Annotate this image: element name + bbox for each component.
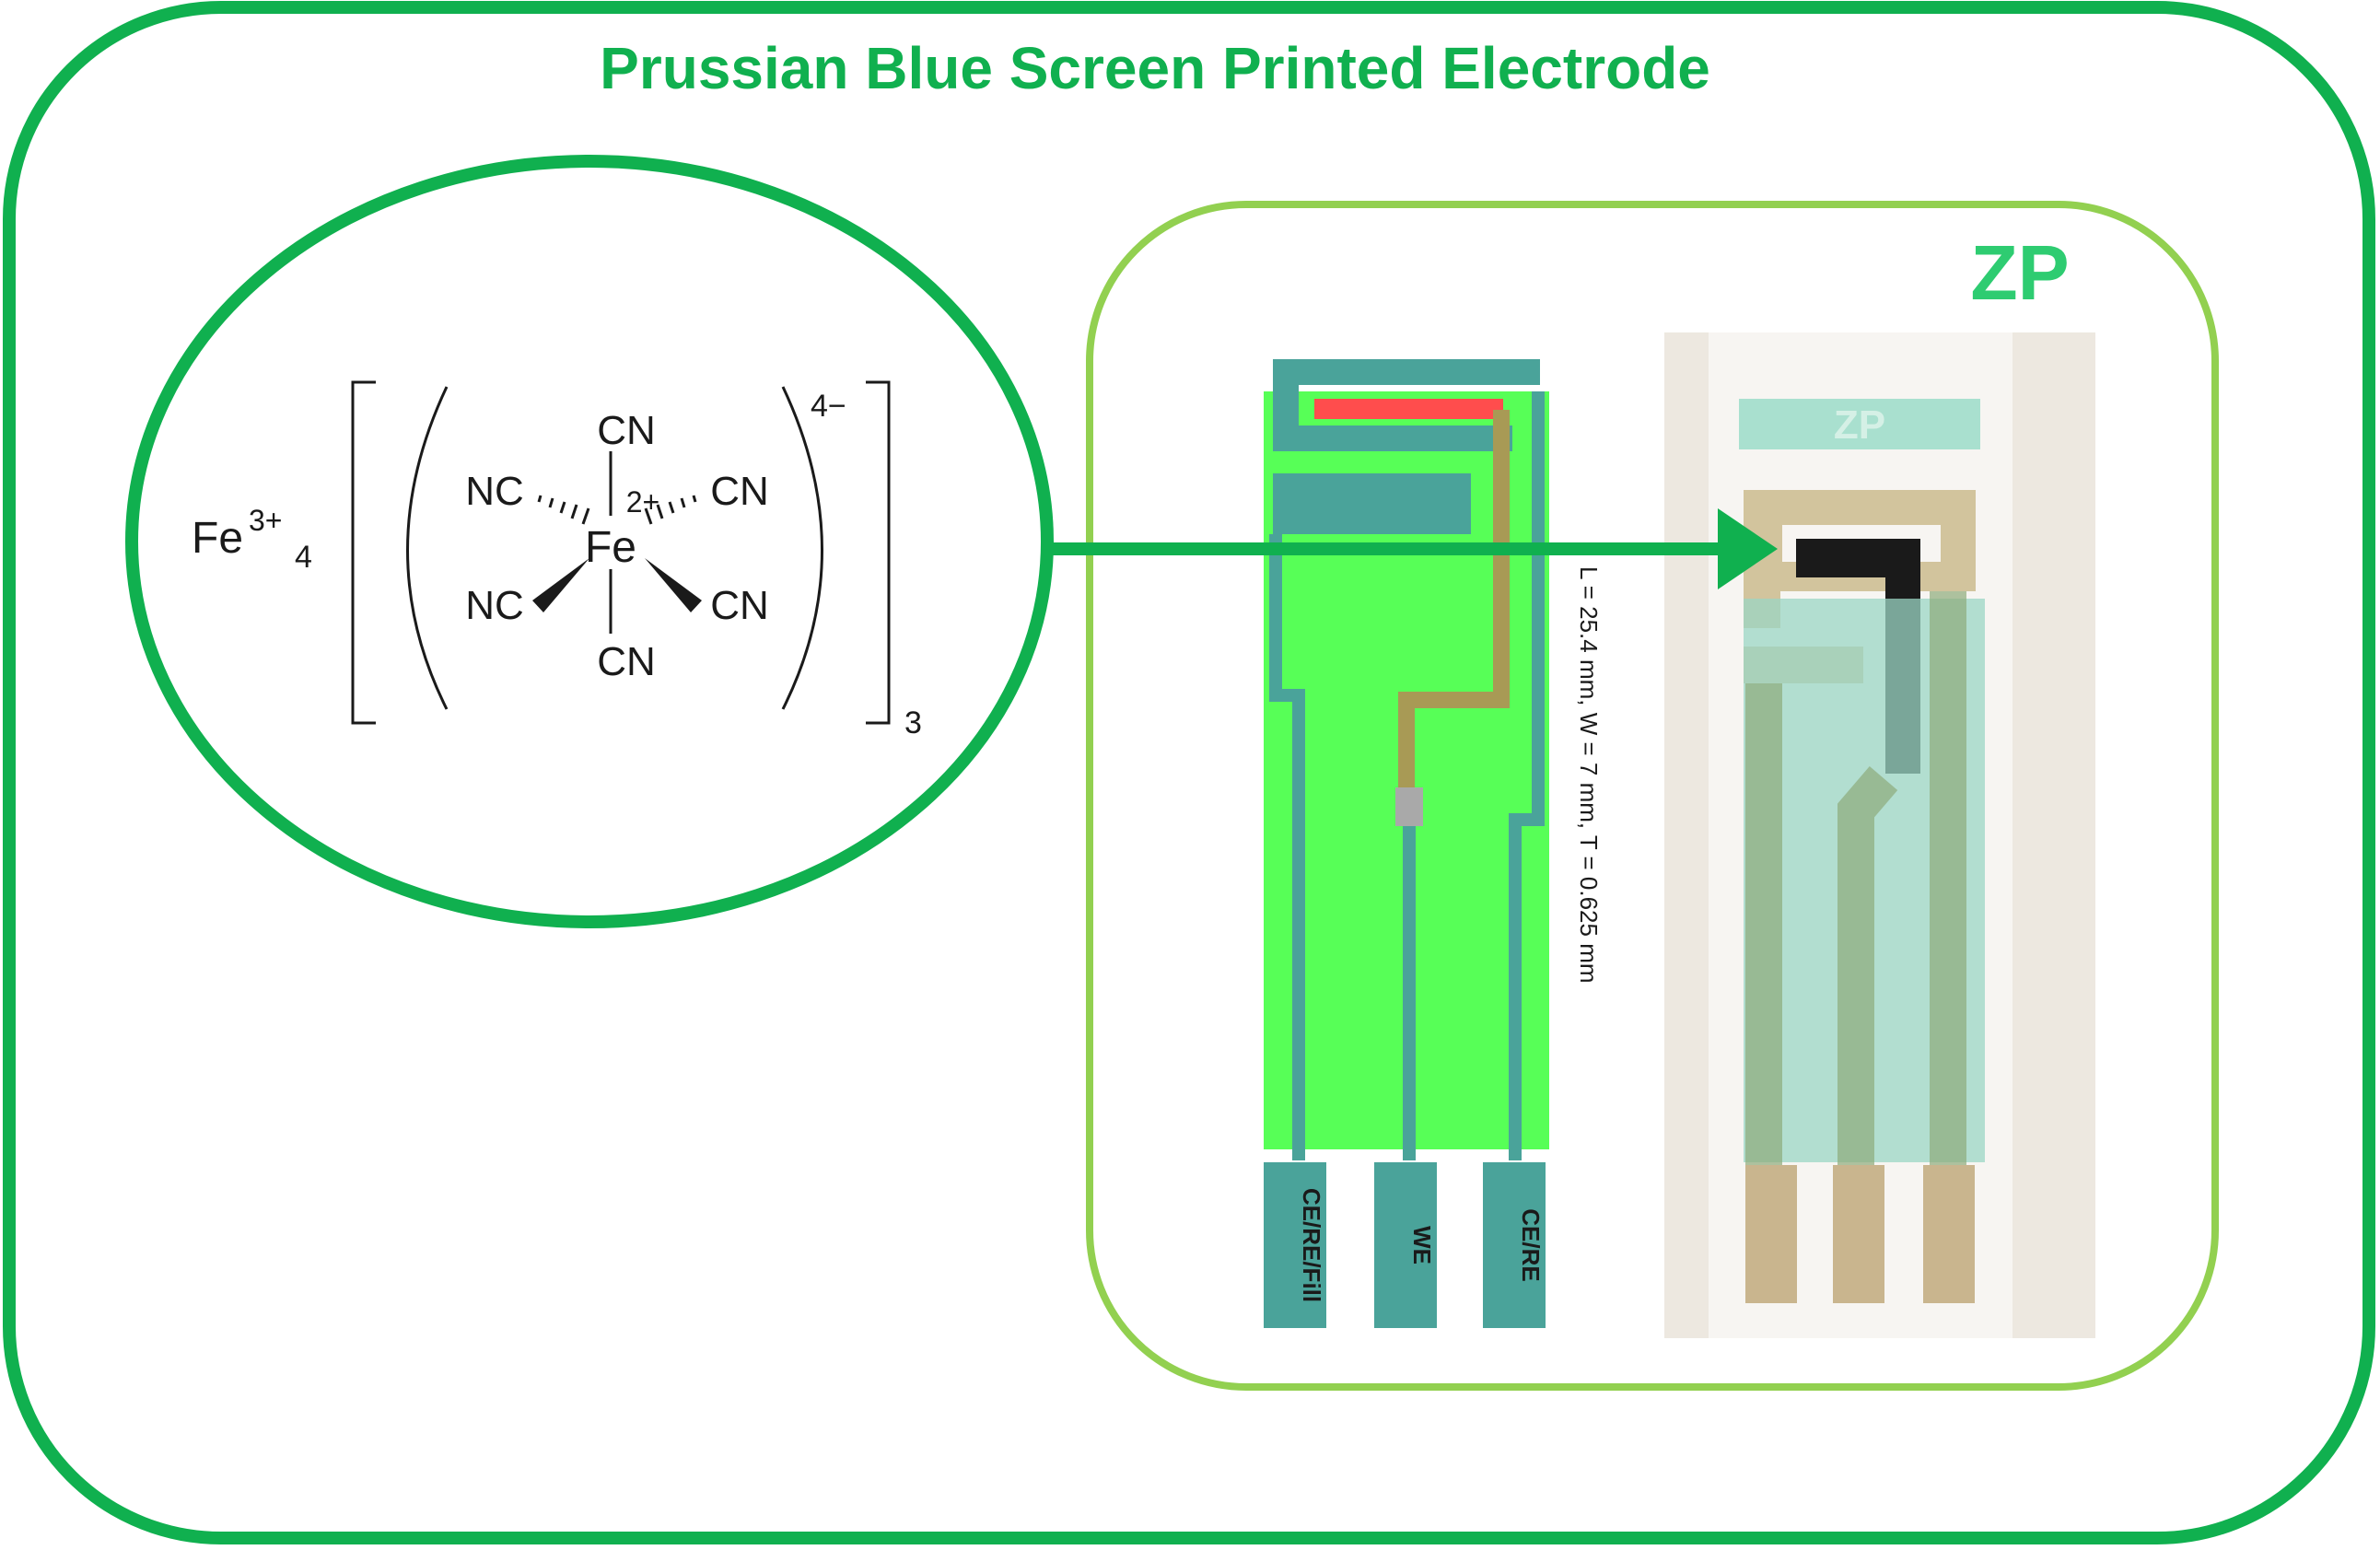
cation-symbol: Fe bbox=[192, 514, 243, 563]
right-parenthesis bbox=[781, 386, 823, 710]
electrode-schematic: CE/RE/Fill WE CE/RE L = 25.4 mm, W = 7 m… bbox=[1264, 359, 1603, 1328]
complex-count: 3 bbox=[904, 705, 922, 740]
photo-pad-left bbox=[1745, 1165, 1797, 1303]
prussian-blue-structure: Fe 3+ 4 4− 3 Fe 2+ CN CN NC NC CN CN bbox=[192, 380, 922, 740]
ligand-upper-left: NC bbox=[465, 469, 524, 514]
left-square-bracket bbox=[351, 380, 376, 725]
photo-logo-band bbox=[1739, 399, 1980, 449]
schematic-connector bbox=[1395, 787, 1423, 826]
schematic-mid-band bbox=[1273, 473, 1471, 534]
hashed-bond-upper-left bbox=[537, 495, 590, 525]
pad-we bbox=[1374, 1162, 1437, 1328]
photo-pad-center bbox=[1833, 1165, 1884, 1303]
schematic-top-band bbox=[1273, 359, 1540, 385]
complex-charge: 4− bbox=[811, 389, 846, 424]
ligand-lower-right: CN bbox=[710, 583, 769, 628]
left-parenthesis bbox=[406, 386, 449, 710]
figure-title: Prussian Blue Screen Printed Electrode bbox=[600, 35, 1710, 101]
center-charge: 2+ bbox=[626, 485, 659, 519]
pad-label-we: WE bbox=[1408, 1226, 1436, 1264]
center-atom: Fe bbox=[585, 523, 636, 572]
photo-trace-center bbox=[1838, 765, 1898, 1170]
ligand-top: CN bbox=[597, 408, 656, 453]
schematic-red-tip bbox=[1314, 399, 1503, 419]
schematic-top-inner bbox=[1273, 425, 1512, 451]
ligand-upper-right: CN bbox=[710, 469, 769, 514]
electrode-panel-frame bbox=[1086, 201, 2219, 1391]
electrode-photo: ZP bbox=[1664, 332, 2095, 1338]
photo-logo-text: ZP bbox=[1834, 402, 1885, 448]
schematic-right-trace bbox=[1509, 391, 1545, 1160]
wedge-bond-lower-right bbox=[645, 558, 702, 612]
schematic-left-trace bbox=[1269, 534, 1305, 1160]
right-square-bracket bbox=[866, 380, 891, 725]
pad-label-ce-re: CE/RE bbox=[1517, 1208, 1545, 1281]
cation-count: 4 bbox=[295, 540, 312, 575]
wedge-bond-lower-left bbox=[532, 558, 589, 612]
zp-logo: ZP bbox=[1970, 229, 2069, 316]
cation-charge: 3+ bbox=[249, 504, 282, 537]
structure-ellipse bbox=[125, 155, 1054, 928]
ligand-lower-left: NC bbox=[465, 583, 524, 628]
pad-ce-re-fill bbox=[1264, 1162, 1326, 1328]
pad-ce-re bbox=[1483, 1162, 1546, 1328]
pad-label-ce-re-fill: CE/RE/Fill bbox=[1298, 1188, 1325, 1302]
dimensions-label: L = 25.4 mm, W = 7 mm, T = 0.625 mm bbox=[1575, 566, 1603, 984]
photo-pad-right bbox=[1923, 1165, 1975, 1303]
ligand-bottom: CN bbox=[597, 639, 656, 684]
connector-arrow-head bbox=[1718, 508, 1778, 589]
hashed-bond-upper-right bbox=[644, 495, 697, 525]
